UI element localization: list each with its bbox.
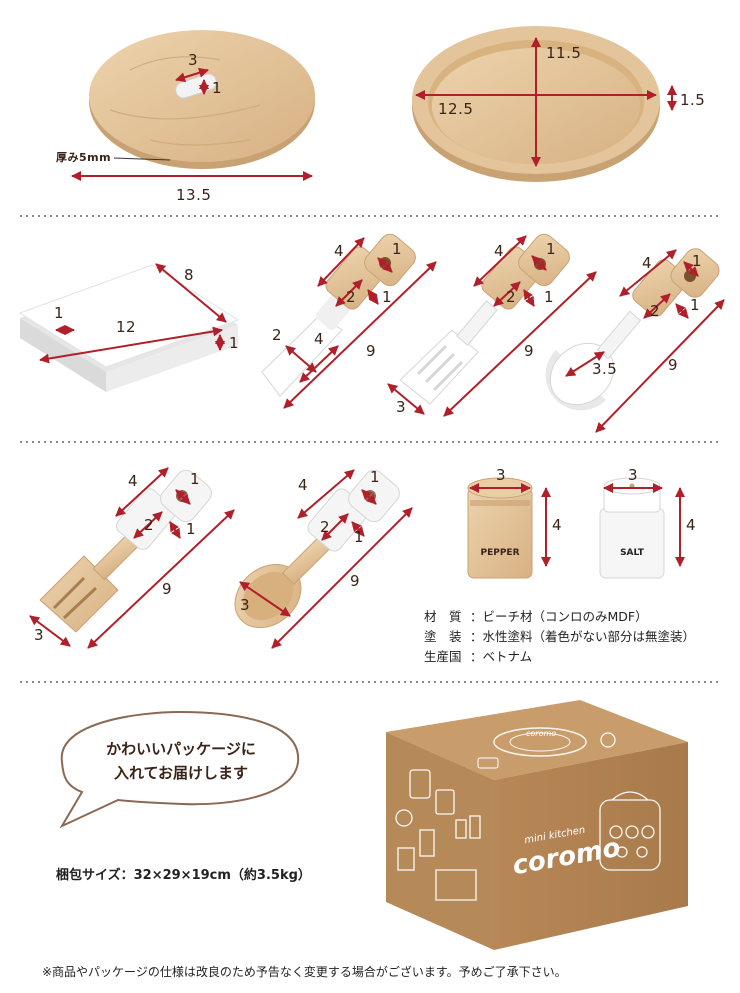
knife-length: 9 <box>366 342 377 360</box>
lid-knob-width: 3 <box>188 51 199 69</box>
plate-depth: 11.5 <box>546 44 582 62</box>
spec-coating-key: 塗 装 <box>424 629 462 644</box>
board-thickness: 1 <box>229 334 240 352</box>
ladle-hole: 1 <box>692 252 703 270</box>
spoon-length: 9 <box>350 572 361 590</box>
package-box-illustration <box>386 700 688 950</box>
board-width: 12 <box>116 318 137 336</box>
spec-coating: 塗 装 ：水性塗料（着色がない部分は無塗装） <box>424 626 695 645</box>
lid-thickness-label: 厚み5mm <box>56 151 112 164</box>
turner-top: 4 <box>494 242 505 260</box>
lid-illustration <box>71 30 315 181</box>
spec-material: 材 質 ：ビーチ材（コンロのみMDF） <box>424 606 648 625</box>
knife-illustration <box>261 233 437 409</box>
plate-illustration <box>412 26 677 182</box>
spoon-grip-h: 1 <box>354 528 365 546</box>
salt-height: 4 <box>686 516 697 534</box>
plate-width: 12.5 <box>438 100 474 118</box>
ladle-illustration <box>545 248 725 433</box>
knife-top: 4 <box>334 242 345 260</box>
salt-width: 3 <box>628 466 639 484</box>
ladle-top: 4 <box>642 254 653 272</box>
knife-blade-width: 2 <box>272 326 283 344</box>
speech-bubble <box>59 710 300 829</box>
turner-length: 9 <box>524 342 535 360</box>
spec-origin-value: ：ベトナム <box>470 649 533 664</box>
pepper-illustration <box>467 477 551 579</box>
plate-height: 1.5 <box>680 91 706 109</box>
fork-grip-h: 1 <box>186 520 197 538</box>
knife-grip: 2 <box>346 288 357 306</box>
fork-hole: 1 <box>190 470 201 488</box>
spoon-grip: 2 <box>320 518 331 536</box>
section-separators <box>20 215 720 683</box>
lid-knob-height: 1 <box>212 79 223 97</box>
bubble-line-1: かわいいパッケージに <box>106 740 256 758</box>
ladle-bowl: 3.5 <box>592 360 618 378</box>
box-lid-brand: coromo <box>526 729 557 738</box>
cutting-board-illustration <box>18 263 240 392</box>
spec-origin-key: 生産国 <box>424 649 462 664</box>
spoon-illustration <box>234 469 413 649</box>
board-hole: 1 <box>54 304 65 322</box>
salt-illustration <box>599 477 685 579</box>
turner-grip-h: 1 <box>544 288 555 306</box>
fork-length: 9 <box>162 580 173 598</box>
pepper-label: PEPPER <box>480 548 520 558</box>
package-size: 梱包サイズ：32×29×19cm（約3.5kg） <box>56 868 311 883</box>
spec-coating-value: ：水性塗料（着色がない部分は無塗装） <box>470 629 696 644</box>
spoon-width: 3 <box>240 596 251 614</box>
fork-illustration <box>29 467 235 649</box>
spoon-hole: 1 <box>370 468 381 486</box>
fork-width: 3 <box>34 626 45 644</box>
ladle-length: 9 <box>668 356 679 374</box>
knife-blade-length: 4 <box>314 330 325 348</box>
fork-top: 4 <box>128 472 139 490</box>
pepper-width: 3 <box>496 466 507 484</box>
bubble-line-2: 入れてお届けします <box>113 764 249 782</box>
spoon-top: 4 <box>298 476 309 494</box>
turner-hole: 1 <box>546 240 557 258</box>
knife-grip-h: 1 <box>382 288 393 306</box>
turner-illustration <box>387 233 597 417</box>
salt-label: SALT <box>620 548 644 558</box>
spec-origin: 生産国 ：ベトナム <box>424 646 532 665</box>
spec-material-key: 材 質 <box>424 609 462 624</box>
turner-width: 3 <box>396 398 407 416</box>
knife-hole: 1 <box>392 240 403 258</box>
pepper-height: 4 <box>552 516 563 534</box>
lid-diameter: 13.5 <box>176 186 212 204</box>
ladle-grip: 2 <box>650 302 661 320</box>
board-depth: 8 <box>184 266 195 284</box>
spec-material-value: ：ビーチ材（コンロのみMDF） <box>470 609 648 624</box>
fork-grip: 2 <box>144 516 155 534</box>
ladle-grip-h: 1 <box>690 296 701 314</box>
disclaimer-note: ※商品やパッケージの仕様は改良のため予告なく変更する場合がございます。予めご了承… <box>42 965 567 979</box>
turner-grip: 2 <box>506 288 517 306</box>
